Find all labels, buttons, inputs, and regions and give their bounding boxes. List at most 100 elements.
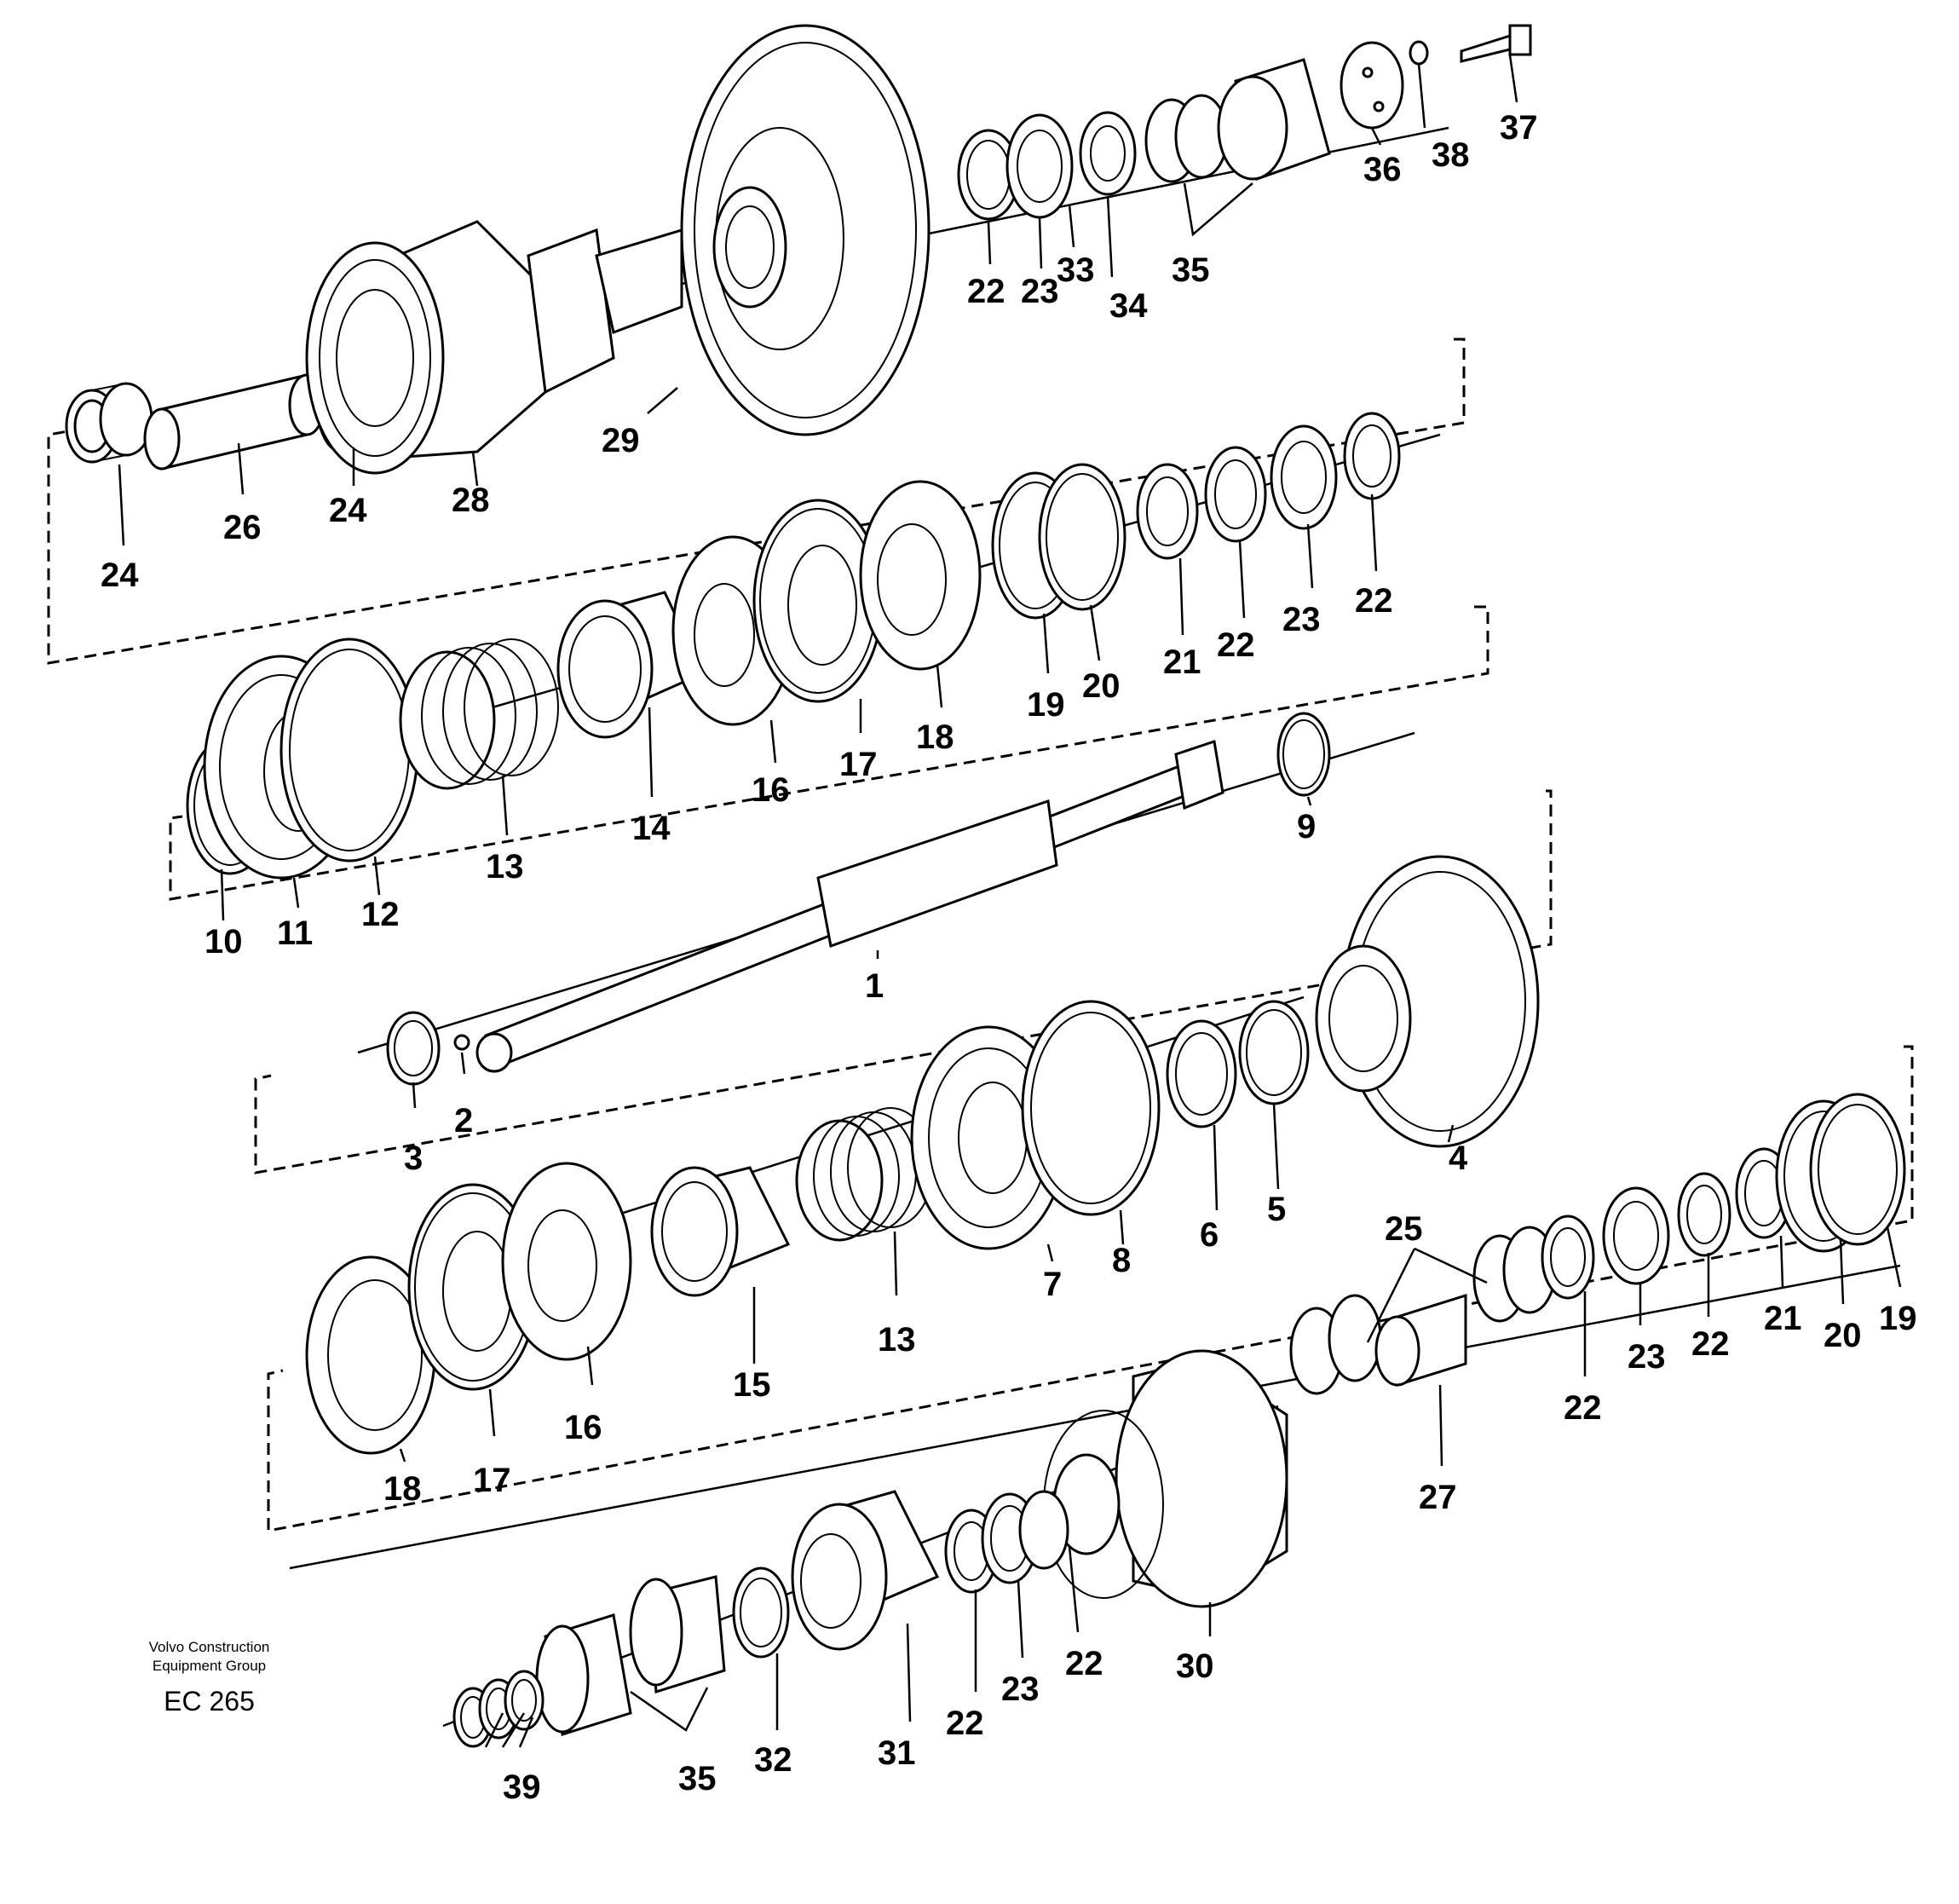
label-part-22-bottom-a: 22 bbox=[946, 1705, 984, 1742]
label-part-5: 5 bbox=[1267, 1191, 1286, 1228]
part-22-23-washer-bearing-top bbox=[957, 113, 1074, 221]
label-part-36: 36 bbox=[1363, 151, 1402, 188]
label-part-22-bottom-b: 22 bbox=[1065, 1645, 1103, 1682]
label-part-23-top: 23 bbox=[1021, 273, 1059, 310]
part-18-plate-top bbox=[859, 480, 982, 671]
label-part-20-lower: 20 bbox=[1824, 1317, 1862, 1354]
part-5-snap-ring bbox=[1238, 1000, 1310, 1105]
label-part-34: 34 bbox=[1109, 287, 1148, 325]
part-1-shaft bbox=[475, 740, 1224, 1073]
part-28-clutch-drum bbox=[305, 220, 547, 475]
bracket-lower bbox=[267, 1045, 1914, 1532]
part-6-ring bbox=[1166, 1019, 1237, 1128]
label-part-19-lower: 19 bbox=[1879, 1300, 1917, 1337]
label-part-24-right: 24 bbox=[329, 492, 367, 529]
part-13-spring-lower bbox=[795, 1107, 934, 1242]
label-part-28: 28 bbox=[452, 482, 490, 519]
label-part-30: 30 bbox=[1176, 1647, 1214, 1685]
label-part-16-upper: 16 bbox=[752, 771, 790, 809]
label-part-7: 7 bbox=[1043, 1266, 1062, 1303]
part-4-gear bbox=[1315, 855, 1540, 1148]
model-code: EC 265 bbox=[164, 1686, 255, 1716]
bracket-upper bbox=[47, 338, 1466, 665]
label-part-22-row2-mid: 22 bbox=[1217, 626, 1255, 664]
bracket-shaft bbox=[254, 789, 1553, 1174]
part-37-bolt bbox=[1460, 24, 1532, 63]
label-part-35-bottom: 35 bbox=[678, 1760, 717, 1797]
part-9-snap-ring bbox=[1276, 712, 1331, 797]
label-part-16-lower: 16 bbox=[564, 1409, 602, 1446]
label-part-3: 3 bbox=[404, 1140, 423, 1177]
label-part-22-lower-b: 22 bbox=[1691, 1325, 1730, 1363]
part-22-23-22-thrust-lower bbox=[1541, 1172, 1731, 1300]
part-3-ring bbox=[386, 1011, 441, 1086]
leader-lines bbox=[118, 55, 1902, 1748]
company-name-line2: Equipment Group bbox=[152, 1658, 267, 1674]
part-12-ring bbox=[279, 638, 419, 863]
manufacturer-caption: Volvo Construction Equipment Group EC 26… bbox=[118, 1638, 301, 1718]
label-part-24-left: 24 bbox=[101, 557, 139, 594]
label-part-9: 9 bbox=[1297, 808, 1316, 845]
label-part-17-upper: 17 bbox=[839, 746, 878, 783]
part-15-hub bbox=[650, 1166, 791, 1297]
part-38-washer bbox=[1409, 40, 1429, 66]
part-39-washers bbox=[452, 1670, 544, 1748]
label-part-23-row2: 23 bbox=[1282, 601, 1321, 638]
label-part-23-lower: 23 bbox=[1628, 1338, 1666, 1376]
part-21-22-23-22-thrust-top bbox=[1136, 412, 1401, 560]
label-part-12: 12 bbox=[361, 896, 400, 933]
part-29-hub-spline bbox=[527, 228, 683, 395]
part-29-large-gear bbox=[680, 24, 931, 436]
label-part-35-top: 35 bbox=[1172, 251, 1210, 289]
label-part-21-lower: 21 bbox=[1764, 1300, 1802, 1337]
label-part-22-row2-right: 22 bbox=[1355, 582, 1393, 620]
label-part-17-lower: 17 bbox=[473, 1462, 511, 1499]
part-8-ring-lower bbox=[1021, 1000, 1161, 1216]
label-part-22-top-left: 22 bbox=[967, 273, 1005, 310]
label-part-19-upper: 19 bbox=[1027, 686, 1065, 724]
part-18-plate-lower bbox=[305, 1255, 436, 1455]
label-part-18-upper: 18 bbox=[916, 718, 954, 756]
part-32-snap-ring bbox=[732, 1566, 790, 1659]
label-part-31: 31 bbox=[878, 1734, 916, 1772]
label-part-4: 4 bbox=[1449, 1140, 1468, 1177]
company-name-line1: Volvo Construction bbox=[148, 1639, 270, 1655]
label-part-29: 29 bbox=[602, 422, 640, 459]
part-31-gear bbox=[791, 1490, 940, 1651]
label-part-21-upper: 21 bbox=[1163, 643, 1201, 681]
label-part-37: 37 bbox=[1500, 109, 1538, 147]
label-part-25: 25 bbox=[1385, 1210, 1423, 1248]
label-part-2: 2 bbox=[454, 1102, 473, 1140]
label-part-6: 6 bbox=[1200, 1216, 1219, 1254]
label-part-32: 32 bbox=[754, 1741, 792, 1779]
part-30-clutch-drum bbox=[1043, 1349, 1288, 1608]
bracket-middle bbox=[169, 605, 1489, 901]
label-part-11: 11 bbox=[277, 914, 313, 952]
label-part-20-upper: 20 bbox=[1082, 667, 1121, 705]
label-part-22-lower-a: 22 bbox=[1564, 1389, 1602, 1427]
part-21-20-19-rings-lower bbox=[1735, 1093, 1906, 1253]
part-16-disc-lower bbox=[501, 1162, 632, 1361]
part-26-sleeve bbox=[143, 373, 326, 470]
label-part-14: 14 bbox=[632, 810, 671, 847]
part-19-20-rings-top bbox=[991, 463, 1126, 620]
part-24-bearing-left bbox=[65, 382, 153, 464]
label-part-38: 38 bbox=[1432, 136, 1470, 174]
label-part-39: 39 bbox=[503, 1768, 541, 1806]
label-part-13-upper: 13 bbox=[486, 848, 524, 886]
part-34-ring bbox=[1079, 111, 1137, 196]
label-part-26: 26 bbox=[223, 509, 262, 546]
label-part-8: 8 bbox=[1112, 1242, 1131, 1279]
part-labels: 1 2 3 4 5 6 7 8 9 10 11 12 13 13 14 15 1… bbox=[101, 109, 1917, 1806]
part-35-bearing-top bbox=[1144, 58, 1331, 183]
axis-row5 bbox=[289, 1264, 1901, 1570]
label-part-33: 33 bbox=[1057, 251, 1095, 289]
part-36-cover bbox=[1340, 41, 1404, 130]
label-part-10: 10 bbox=[205, 923, 243, 961]
label-part-23-bottom: 23 bbox=[1001, 1670, 1040, 1708]
part-35-bearing-lower bbox=[535, 1575, 726, 1736]
part-2-ball bbox=[453, 1034, 470, 1051]
part-25-bearing-pair bbox=[1289, 1226, 1557, 1395]
